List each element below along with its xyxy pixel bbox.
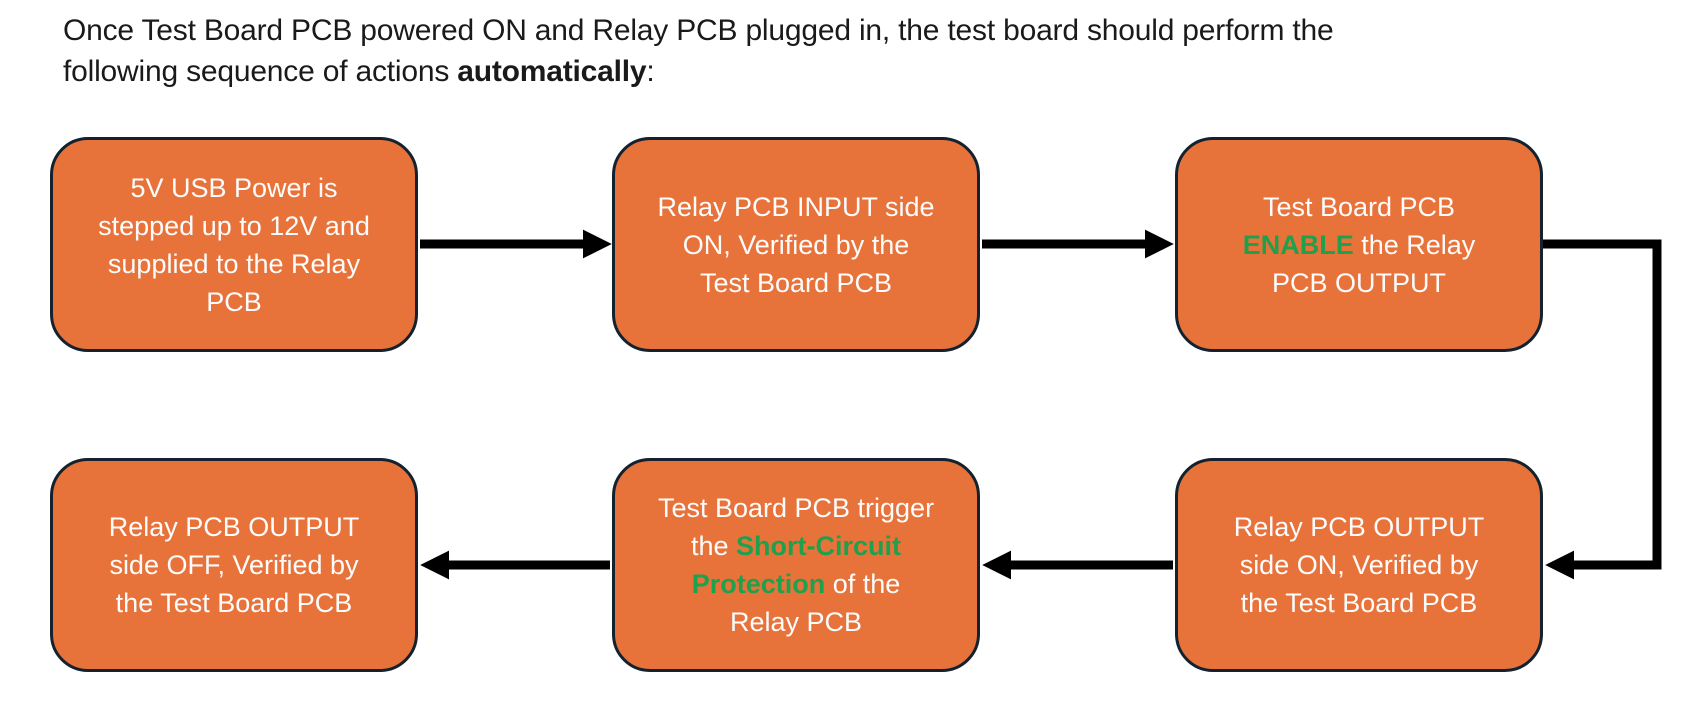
highlighted-text: Protection: [691, 569, 826, 599]
text-segment: ON, Verified by the: [682, 229, 910, 260]
text-segment: Relay PCB OUTPUT: [1233, 512, 1485, 542]
text-segment: 5V USB Power is: [130, 172, 338, 203]
text-line: supplied to the Relay: [108, 245, 360, 283]
text-line: ENABLE the Relay: [1243, 226, 1476, 264]
text-segment: Test Board PCB: [1262, 191, 1456, 222]
text-line: the Test Board PCB: [1241, 584, 1478, 622]
text-line: the Test Board PCB: [116, 584, 353, 622]
text-line: PCB: [206, 283, 262, 321]
text-segment: PCB OUTPUT: [1271, 267, 1446, 298]
text-segment: Relay PCB INPUT side: [657, 191, 935, 222]
text-line: side OFF, Verified by: [109, 546, 358, 584]
intro-text: Once Test Board PCB powered ON and Relay…: [63, 10, 1334, 92]
highlighted-text: Short-Circuit: [736, 531, 902, 561]
text-line: stepped up to 12V and: [98, 207, 370, 245]
flow-step-1-box: 5V USB Power is stepped up to 12V and supp…: [50, 137, 418, 352]
text-segment: side ON, Verified by: [1239, 550, 1479, 580]
text-segment: PCB: [206, 286, 262, 317]
text-line: Relay PCB INPUT side: [657, 188, 934, 226]
text-line: Once Test Board PCB powered ON and Relay…: [63, 10, 1334, 51]
text-line: Test Board PCB trigger: [658, 489, 934, 527]
text-segment: following sequence of actions: [63, 55, 458, 88]
flow-step-6-box: Relay PCB OUTPUT side OFF, Verified by the…: [50, 458, 418, 672]
text-line: 5V USB Power is: [130, 169, 337, 207]
text-line: Test Board PCB: [700, 264, 892, 302]
text-segment: Once Test Board PCB powered ON and Relay…: [63, 14, 1334, 47]
text-line: Relay PCB OUTPUT: [1234, 508, 1485, 546]
text-line: Relay PCB OUTPUT: [109, 508, 360, 546]
text-segment: Test Board PCB trigger: [657, 493, 935, 523]
arrow-step3-to-step4-elbow: [1543, 239, 1662, 580]
text-segment: the: [690, 531, 737, 561]
text-line: Test Board PCB: [1263, 188, 1455, 226]
text-line: following sequence of actions automatica…: [63, 51, 1334, 92]
text-segment: automatically: [457, 55, 647, 88]
text-segment: Relay PCB: [729, 607, 863, 637]
text-segment: of the: [825, 569, 901, 599]
text-line: Relay PCB: [730, 603, 862, 641]
text-segment: Test Board PCB: [699, 267, 893, 298]
flow-step-4-box: Relay PCB OUTPUT side ON, Verified by the …: [1175, 458, 1543, 672]
text-segment: supplied to the Relay: [107, 248, 361, 279]
text-line: ON, Verified by the: [683, 226, 910, 264]
text-segment: Relay PCB OUTPUT: [108, 512, 360, 542]
text-segment: side OFF, Verified by: [109, 550, 359, 580]
text-segment: the Test Board PCB: [115, 588, 353, 618]
text-segment: :: [646, 55, 655, 88]
text-line: the Short-Circuit: [691, 527, 901, 565]
highlighted-text: ENABLE: [1242, 229, 1354, 260]
text-line: PCB OUTPUT: [1272, 264, 1446, 302]
text-segment: the Test Board PCB: [1240, 588, 1478, 618]
text-segment: the Relay: [1353, 229, 1476, 260]
text-line: Protection of the: [692, 565, 901, 603]
text-segment: stepped up to 12V and: [98, 210, 370, 241]
text-line: side ON, Verified by: [1240, 546, 1479, 584]
